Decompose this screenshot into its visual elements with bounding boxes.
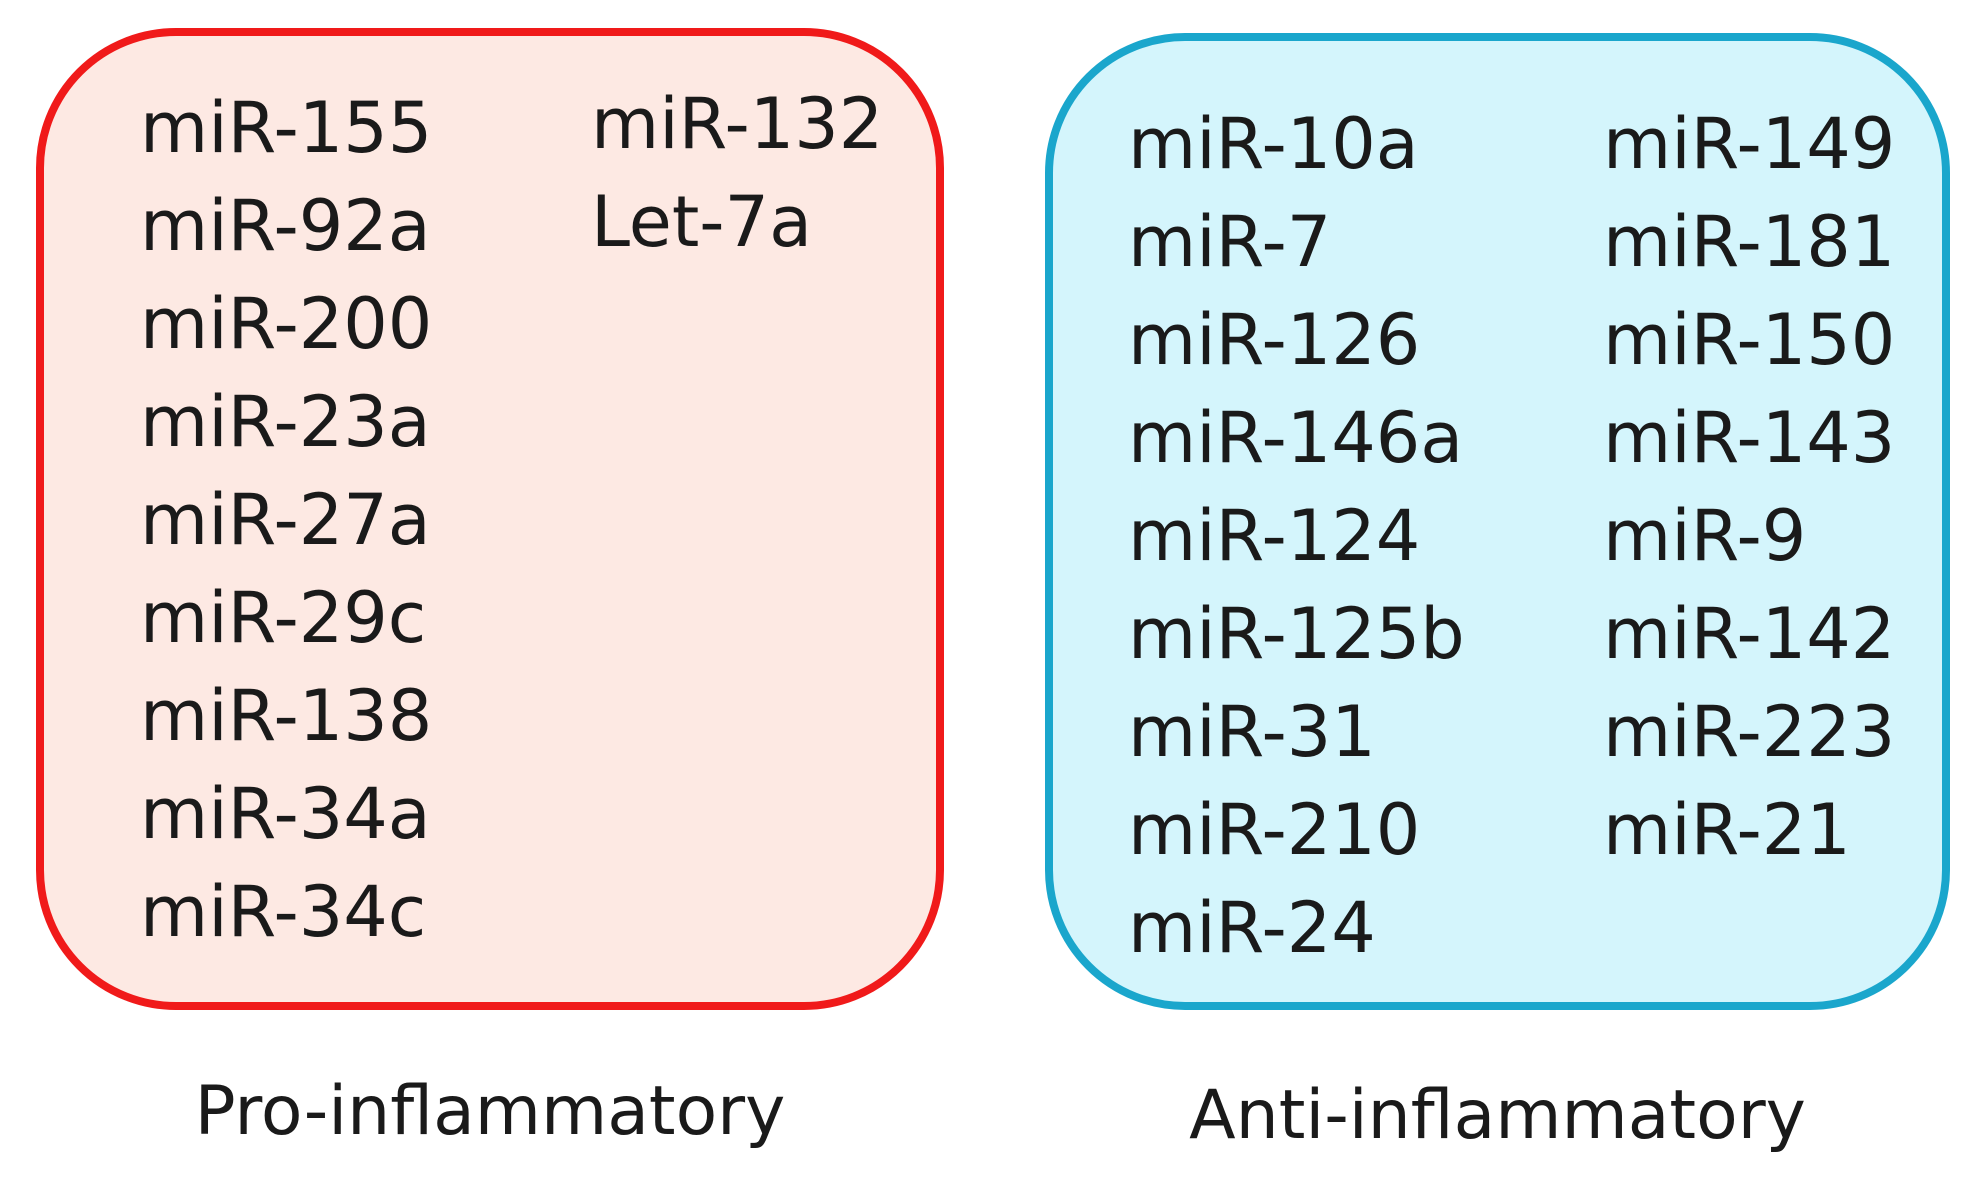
mirna-label: miR-142 [1603, 593, 1896, 675]
mirna-label: miR-132 [591, 83, 884, 165]
mirna-label: miR-29c [140, 577, 427, 659]
mirna-label: miR-31 [1128, 691, 1376, 773]
anti-inflammatory-panel: miR-10a miR-7 miR-126 miR-146a miR-124 m… [1045, 33, 1950, 1010]
mirna-label: miR-126 [1128, 299, 1421, 381]
mirna-label: miR-34c [140, 871, 427, 953]
mirna-label: miR-138 [140, 675, 433, 757]
pro-inflammatory-panel: miR-155 miR-92a miR-200 miR-23a miR-27a … [36, 28, 944, 1010]
mirna-label: miR-124 [1128, 495, 1421, 577]
anti-inflammatory-caption: Anti-inflammatory [1189, 1076, 1806, 1155]
mirna-label: miR-21 [1603, 789, 1851, 871]
pro-inflammatory-caption: Pro-inflammatory [194, 1072, 786, 1151]
mirna-label: miR-146a [1128, 397, 1464, 479]
mirna-label: miR-150 [1603, 299, 1896, 381]
mirna-label: miR-149 [1603, 103, 1896, 185]
anti-inflammatory-column-1: miR-10a miR-7 miR-126 miR-146a miR-124 m… [1128, 95, 1465, 977]
pro-inflammatory-column-2: miR-132 Let-7a [591, 75, 883, 271]
mirna-label: miR-34a [140, 773, 431, 855]
mirna-label: miR-223 [1603, 691, 1896, 773]
mirna-label: miR-23a [140, 381, 431, 463]
pro-inflammatory-column-1: miR-155 miR-92a miR-200 miR-23a miR-27a … [140, 79, 432, 961]
mirna-label: Let-7a [591, 181, 812, 263]
mirna-label: miR-200 [140, 283, 433, 365]
mirna-label: miR-7 [1128, 201, 1332, 283]
mirna-label: miR-181 [1603, 201, 1896, 283]
mirna-label: miR-10a [1128, 103, 1419, 185]
mirna-label: miR-92a [140, 185, 431, 267]
mirna-label: miR-125b [1128, 593, 1465, 675]
mirna-label: miR-210 [1128, 789, 1421, 871]
mirna-label: miR-143 [1603, 397, 1896, 479]
anti-inflammatory-column-2: miR-149 miR-181 miR-150 miR-143 miR-9 mi… [1603, 95, 1895, 879]
mirna-label: miR-24 [1128, 887, 1376, 969]
mirna-label: miR-27a [140, 479, 431, 561]
mirna-label: miR-9 [1603, 495, 1807, 577]
mirna-label: miR-155 [140, 87, 433, 169]
